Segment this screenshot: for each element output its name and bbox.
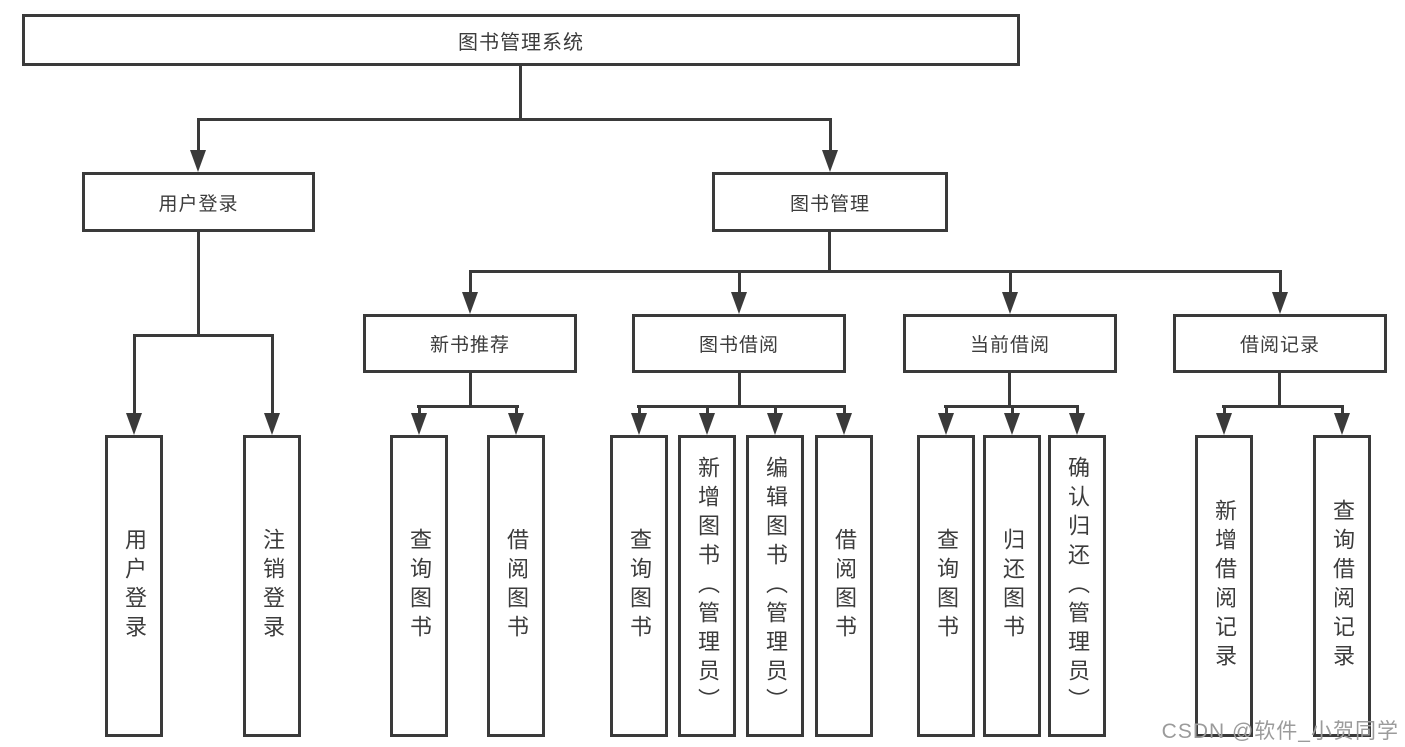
arrow-down-icon xyxy=(822,118,838,172)
leaf-user-login: 用户登录 xyxy=(105,435,163,737)
arrow-down-icon xyxy=(126,334,142,435)
node-label: 归还图书 xyxy=(1000,528,1025,644)
node-current-borrow: 当前借阅 xyxy=(903,314,1117,373)
node-label: 图书管理系统 xyxy=(458,31,584,54)
connector-line xyxy=(1008,371,1011,408)
node-label: 图书借阅 xyxy=(698,335,779,356)
leaf-confirm-return-admin: 确认归还（管理员） xyxy=(1048,435,1106,737)
connector-line xyxy=(738,371,741,408)
arrow-down-icon xyxy=(1216,405,1232,435)
node-system-root: 图书管理系统 xyxy=(22,14,1020,66)
node-label: 新书推荐 xyxy=(429,335,510,356)
node-label: 注销登录 xyxy=(260,528,285,644)
arrow-down-icon xyxy=(938,405,954,435)
arrow-down-icon xyxy=(190,118,206,172)
node-label: 图书管理 xyxy=(789,193,870,215)
node-label: 查询图书 xyxy=(627,528,652,644)
leaf-edit-books-admin: 编辑图书（管理员） xyxy=(746,435,804,737)
arrow-down-icon xyxy=(836,405,852,435)
leaf-query-books-recommend: 查询图书 xyxy=(390,435,448,737)
leaf-add-books-admin: 新增图书（管理员） xyxy=(678,435,736,737)
connector-line xyxy=(828,230,831,272)
node-label: 借阅图书 xyxy=(832,528,857,644)
leaf-borrow-books-recommend: 借阅图书 xyxy=(487,435,545,737)
arrow-down-icon xyxy=(767,405,783,435)
leaf-query-books-current: 查询图书 xyxy=(917,435,975,737)
node-label: 确认归还（管理员） xyxy=(1065,455,1090,717)
arrow-down-icon xyxy=(462,270,478,314)
node-label: 借阅记录 xyxy=(1239,335,1320,356)
arrow-down-icon xyxy=(1272,270,1288,314)
arrow-down-icon xyxy=(1002,270,1018,314)
arrow-down-icon xyxy=(1004,405,1020,435)
connector-line xyxy=(417,405,519,408)
leaf-logout: 注销登录 xyxy=(243,435,301,737)
arrow-down-icon xyxy=(731,270,747,314)
leaf-query-books-borrow: 查询图书 xyxy=(610,435,668,737)
connector-line xyxy=(1222,405,1344,408)
node-label: 当前借阅 xyxy=(969,335,1050,356)
connector-line xyxy=(637,405,846,408)
node-label: 新增图书（管理员） xyxy=(695,455,720,717)
arrow-down-icon xyxy=(508,405,524,435)
node-label: 编辑图书（管理员） xyxy=(763,455,788,717)
node-book-borrow: 图书借阅 xyxy=(632,314,846,373)
node-label: 查询图书 xyxy=(934,528,959,644)
connector-line xyxy=(197,118,832,121)
leaf-query-borrow-record: 查询借阅记录 xyxy=(1313,435,1371,737)
connector-line xyxy=(519,64,522,120)
arrow-down-icon xyxy=(1334,405,1350,435)
connector-line xyxy=(469,270,1282,273)
node-label: 查询图书 xyxy=(407,528,432,644)
connector-line xyxy=(197,230,200,336)
arrow-down-icon xyxy=(1069,405,1085,435)
connector-line xyxy=(1278,371,1281,408)
leaf-borrow-books: 借阅图书 xyxy=(815,435,873,737)
node-borrow-records: 借阅记录 xyxy=(1173,314,1387,373)
leaf-return-books: 归还图书 xyxy=(983,435,1041,737)
node-label: 新增借阅记录 xyxy=(1212,499,1237,673)
node-label: 借阅图书 xyxy=(504,528,529,644)
node-user-login: 用户登录 xyxy=(82,172,315,232)
watermark: CSDN @软件_小贺同学 xyxy=(1161,720,1399,743)
node-label: 查询借阅记录 xyxy=(1330,499,1355,673)
connector-line xyxy=(469,371,472,408)
leaf-add-borrow-record: 新增借阅记录 xyxy=(1195,435,1253,737)
node-new-book-recommend: 新书推荐 xyxy=(363,314,577,373)
arrow-down-icon xyxy=(264,334,280,435)
node-label: 用户登录 xyxy=(122,528,147,644)
node-label: 用户登录 xyxy=(158,193,239,215)
arrow-down-icon xyxy=(631,405,647,435)
connector-line xyxy=(133,334,273,337)
arrow-down-icon xyxy=(411,405,427,435)
node-book-management: 图书管理 xyxy=(712,172,948,232)
arrow-down-icon xyxy=(699,405,715,435)
